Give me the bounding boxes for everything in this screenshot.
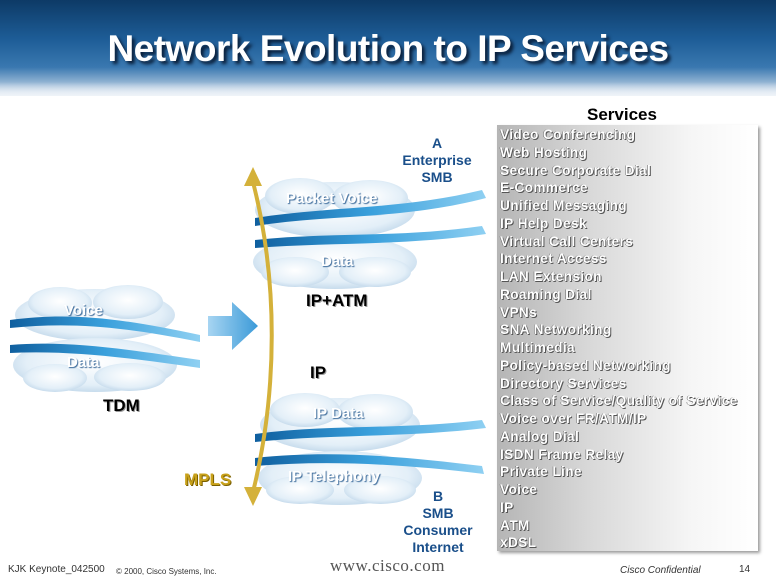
page-title: Network Evolution to IP Services <box>107 28 669 69</box>
segment-b-line2: Consumer <box>403 522 473 538</box>
top-cloud-group <box>253 178 486 289</box>
segment-b-line1: SMB <box>422 505 454 521</box>
segment-a-letter: A <box>431 135 443 151</box>
cloud-label-data: Data <box>67 354 100 371</box>
stream-voice <box>10 316 200 342</box>
service-item: Analog Dial <box>500 428 580 444</box>
ip-atm-label: IP+ATM <box>306 291 368 310</box>
left-cloud-group <box>10 285 200 392</box>
bottom-cloud-group <box>255 393 486 505</box>
cloud-label-ip-data: IP Data <box>313 405 364 422</box>
mpls-curve <box>251 181 274 493</box>
footer-website: www.cisco.com <box>330 556 445 575</box>
service-item: Multimedia <box>500 340 575 355</box>
service-item: Internet Access <box>500 251 607 267</box>
service-item: E-Commerce <box>500 180 588 196</box>
service-item: xDSL <box>500 535 537 551</box>
service-item: LAN Extension <box>500 269 602 284</box>
service-item: Unified Messaging <box>500 198 627 213</box>
cloud-label-top-data: Data <box>321 253 354 270</box>
segment-a-label: A Enterprise SMB <box>392 135 482 186</box>
evolution-arrow <box>208 302 258 350</box>
service-item: Virtual Call Centers <box>500 233 634 249</box>
service-item: Secure Corporate Dial <box>500 162 652 178</box>
service-item: VPNs <box>500 304 538 320</box>
mpls-arrowhead-down <box>244 487 262 506</box>
network-diagram <box>10 167 486 506</box>
footer-copyright: © 2000, Cisco Systems, Inc. <box>116 567 217 576</box>
cloud-label-packet-voice: Packet Voice <box>286 190 378 207</box>
stream-data <box>10 343 200 368</box>
services-panel <box>497 125 758 551</box>
footer-keynote: KJK Keynote_042500 <box>8 564 105 575</box>
footer-page-number: 14 <box>739 564 751 575</box>
footer: KJK Keynote_042500 © 2000, Cisco Systems… <box>0 556 776 582</box>
service-item: Voice over FR/ATM/IP <box>500 411 647 426</box>
services-title: Services <box>587 105 657 124</box>
mpls-arrowhead-up <box>244 167 262 186</box>
service-item: Roaming Dial <box>500 286 592 302</box>
footer-confidential: Cisco Confidential <box>620 565 701 576</box>
service-item: Private Line <box>500 464 582 480</box>
service-item: ATM <box>500 517 530 533</box>
service-item: IP Help Desk <box>500 215 587 231</box>
cloud-label-ip-telephony: IP Telephony <box>288 468 380 485</box>
segment-b-letter: B <box>432 488 444 504</box>
service-item: SNA Networking <box>500 322 612 338</box>
segment-a-line2: SMB <box>421 169 453 185</box>
service-item: Web Hosting <box>500 144 588 160</box>
mpls-label: MPLS <box>184 470 232 489</box>
service-item: Directory Services <box>500 375 627 391</box>
service-item: Video Conferencing <box>500 127 636 142</box>
segment-a-line1: Enterprise <box>402 152 472 168</box>
ip-label: IP <box>310 363 327 382</box>
title-banner: Network Evolution to IP Services <box>0 0 776 96</box>
services-list: Video Conferencing Web Hosting Secure Co… <box>500 126 738 552</box>
segment-b-line3: Internet <box>412 539 464 555</box>
service-item: Voice <box>500 482 538 497</box>
service-item: ISDN Frame Relay <box>500 446 624 462</box>
title-banner-fade <box>0 82 776 96</box>
segment-b-label: B SMB Consumer Internet <box>393 488 483 556</box>
service-item: Class of Service/Quality of Service <box>500 393 738 409</box>
cloud-label-voice: Voice <box>64 302 103 319</box>
service-item: IP <box>500 499 514 515</box>
tdm-label: TDM <box>103 396 140 415</box>
service-item: Policy-based Networking <box>500 357 671 373</box>
